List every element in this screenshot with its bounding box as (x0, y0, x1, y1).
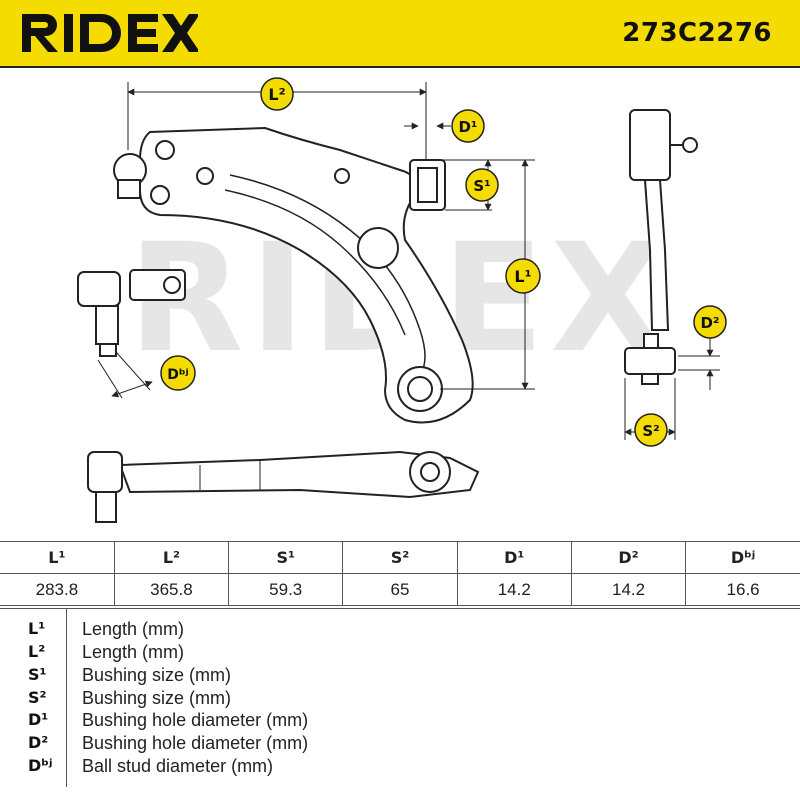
spec-header-cell: S¹ (228, 541, 344, 574)
legend-description: Length (mm) (82, 642, 185, 662)
dimension-D2: D² (678, 305, 727, 390)
control-arm-front-view (87, 450, 480, 523)
spec-header-cell: D² (570, 541, 687, 574)
dimension-S2: S² (624, 378, 676, 447)
legend-description: Bushing hole diameter (mm) (82, 710, 309, 730)
dimension-L2: L² (127, 77, 427, 160)
label-Dbj: Dᵇʲ (167, 367, 188, 383)
label-S1: S¹ (473, 177, 490, 195)
spec-table-header-row: L¹ L² S¹ S² D¹ D² Dᵇʲ (0, 541, 800, 574)
legend-description: Bushing hole diameter (mm) (82, 733, 309, 753)
legend-description: Bushing size (mm) (82, 665, 232, 685)
dimension-L1: L¹ (440, 159, 541, 390)
spec-header-cell: S² (342, 541, 458, 574)
dimension-D1: D¹ (404, 109, 485, 143)
label-D2: D² (700, 314, 719, 332)
spec-header-cell: L¹ (0, 541, 115, 574)
spec-table-value-row: 283.8 365.8 59.3 65 14.2 14.2 16.6 (0, 573, 800, 606)
control-arm-top-view (113, 126, 474, 424)
legend-code: S¹ (28, 665, 47, 684)
legend-code: D² (28, 733, 49, 752)
label-L1: L¹ (514, 267, 531, 286)
dimension-S1: S¹ (445, 159, 499, 211)
header-bar: 273C2276 (0, 0, 800, 68)
ridex-logo (18, 10, 200, 61)
legend-divider (66, 609, 67, 787)
part-number: 273C2276 (622, 18, 772, 48)
legend-description: Ball stud diameter (mm) (82, 756, 274, 776)
spec-value-cell: 14.2 (570, 573, 687, 606)
spec-header-cell: Dᵇʲ (685, 541, 800, 574)
legend-row: L¹ Length (mm) (0, 619, 800, 641)
legend-code: S² (28, 688, 47, 707)
legend-row: S² Bushing size (mm) (0, 688, 800, 710)
spec-value-cell: 14.2 (456, 573, 572, 606)
spec-value-cell: 65 (342, 573, 458, 606)
spec-header-cell: L² (113, 541, 230, 574)
legend-description: Length (mm) (82, 619, 185, 639)
control-arm-side-view (624, 109, 698, 385)
spec-header-cell: D¹ (456, 541, 572, 574)
spec-value-cell: 59.3 (228, 573, 344, 606)
legend-row: Dᵇʲ Ball stud diameter (mm) (0, 756, 800, 778)
legend-code: L¹ (28, 619, 46, 638)
legend: L¹ Length (mm) L² Length (mm) S¹ Bushing… (0, 608, 800, 801)
spec-value-cell: 283.8 (0, 573, 115, 606)
legend-row: D¹ Bushing hole diameter (mm) (0, 710, 800, 732)
legend-code: D¹ (28, 710, 49, 729)
legend-row: L² Length (mm) (0, 642, 800, 664)
label-L2: L² (268, 85, 285, 104)
ball-joint-detail (77, 269, 196, 399)
spec-table: L¹ L² S¹ S² D¹ D² Dᵇʲ 283.8 365.8 59.3 6… (0, 541, 800, 606)
legend-description: Bushing size (mm) (82, 688, 232, 708)
legend-row: D² Bushing hole diameter (mm) (0, 733, 800, 755)
spec-value-cell: 365.8 (113, 573, 230, 606)
label-S2: S² (642, 422, 659, 440)
technical-drawing: RIDEX L² (0, 68, 800, 540)
legend-code: L² (28, 642, 46, 661)
legend-row: S¹ Bushing size (mm) (0, 665, 800, 687)
label-D1: D¹ (458, 118, 477, 136)
legend-code: Dᵇʲ (28, 756, 53, 775)
spec-value-cell: 16.6 (685, 573, 800, 606)
